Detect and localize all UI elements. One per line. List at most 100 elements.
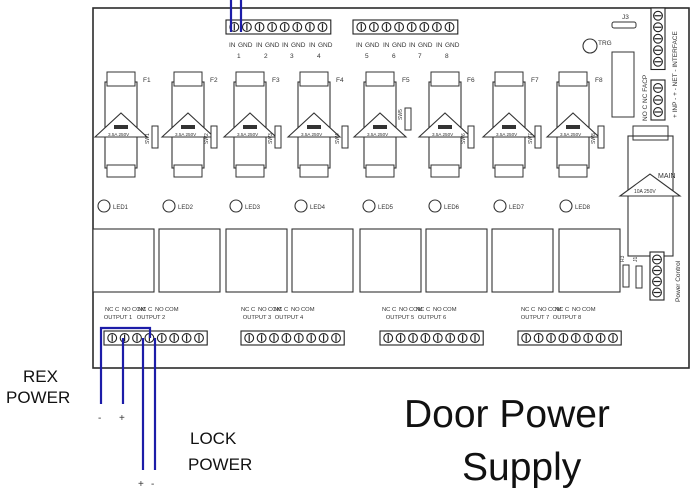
rex-label-line2: POWER (6, 388, 71, 407)
net-interface-label: + INP - + - NET - INTERFACE (672, 31, 679, 118)
lock-label-line1: LOCK (190, 429, 237, 448)
relay-8 (558, 228, 621, 293)
relay-3 (225, 228, 288, 293)
terminal-screw (318, 333, 329, 343)
r3-j1-components: R3 J1 (620, 255, 643, 289)
output-terminal-label: COM (409, 307, 423, 313)
input-label: IN (256, 42, 263, 49)
terminal-screw (652, 254, 662, 265)
input-terminal-block-left (225, 19, 332, 35)
output-terminal-label: NO (122, 307, 131, 313)
terminal-screw (267, 22, 278, 32)
input-label: IN (383, 42, 390, 49)
switch-2: SW2 (204, 125, 218, 149)
facp-terminal (650, 79, 666, 121)
switch-1: SW1 (145, 125, 159, 149)
fuse-label: F7 (531, 77, 539, 84)
terminal-screw (470, 333, 480, 343)
terminal-screw (368, 22, 379, 32)
fuse-3: 3.5A 250V F3 (222, 71, 280, 178)
fuse-label: F8 (595, 77, 603, 84)
fuse-rating: 3.5A 250V (237, 132, 259, 137)
net-interface-terminal (650, 7, 666, 71)
rex-label-line1: REX (23, 367, 58, 386)
output-label: OUTPUT 2 (137, 315, 166, 321)
fuse-rating: 3.5A 250V (108, 132, 130, 137)
terminal-screw (653, 45, 663, 56)
led-label: LED7 (509, 205, 525, 211)
terminal-screw (521, 333, 532, 343)
terminal-screw (281, 333, 292, 343)
output-label: OUTPUT 4 (275, 315, 304, 321)
terminal-screw (194, 333, 204, 343)
main-fuse-label: MAIN (658, 173, 676, 180)
terminal-screw (383, 333, 394, 343)
relay-5 (359, 228, 422, 293)
switch-label: SW2 (204, 133, 210, 144)
terminal-screw (653, 107, 663, 117)
input-label: GND (318, 42, 333, 49)
input-number: 6 (392, 53, 396, 60)
output-terminal-label: COM (132, 307, 146, 313)
terminal-screw (156, 333, 167, 343)
output-terminal-label: C (565, 307, 569, 313)
terminal-screw (653, 95, 663, 105)
terminal-screw (254, 22, 265, 32)
svg-text:J3: J3 (622, 14, 629, 21)
fuse-rating: 3.5A 250V (367, 132, 389, 137)
input-label: GND (392, 42, 407, 49)
terminal-screw (457, 333, 468, 343)
input-wire (229, 0, 243, 32)
output-terminal-block-3 (379, 330, 484, 346)
rex-negative-wire (99, 326, 152, 404)
terminal-screw (304, 22, 315, 32)
relay-7 (491, 228, 554, 293)
rex-positive-mark: + (119, 413, 125, 424)
input-number: 8 (445, 53, 449, 60)
relay-2 (158, 228, 221, 293)
terminal-screw (293, 333, 304, 343)
input-label: GND (291, 42, 306, 49)
input-label: GND (265, 42, 280, 49)
input-label: IN (282, 42, 289, 49)
facp-label: NO C NC FACP (642, 75, 649, 121)
terminal-screw (408, 333, 418, 343)
input-number: 4 (317, 53, 321, 60)
led-3: LED3 (229, 199, 261, 213)
output-terminal-label: COM (582, 307, 596, 313)
title-line2: Supply (462, 446, 582, 489)
terminal-screw (445, 333, 456, 343)
svg-text:J1: J1 (633, 257, 639, 263)
output-terminal-label: C (148, 307, 152, 313)
terminal-screw (546, 333, 556, 343)
main-fuse-rating: 10A 250V (634, 189, 656, 195)
led-label: LED6 (444, 205, 460, 211)
lock-negative-mark: - (151, 479, 154, 490)
switch-label: SW1 (145, 133, 151, 144)
led-7: LED7 (493, 199, 525, 213)
terminal-screw (652, 287, 662, 298)
input-label: IN (409, 42, 416, 49)
terminal-screw (583, 333, 594, 343)
output-terminal-block-2 (240, 330, 345, 346)
output-terminal-label: NC (555, 307, 563, 313)
terminal-screw (244, 333, 255, 343)
fuse-label: F3 (272, 77, 280, 84)
led-label: LED1 (113, 205, 129, 211)
circuit-board (92, 7, 690, 369)
led-label: LED2 (178, 205, 194, 211)
led-6: LED6 (428, 199, 460, 213)
led-label: LED3 (245, 205, 261, 211)
terminal-screw (653, 22, 663, 33)
output-terminal-label: NO (538, 307, 547, 313)
output-terminal-label: NC (274, 307, 282, 313)
terminal-screw (406, 22, 417, 32)
terminal-screw (269, 333, 279, 343)
terminal-screw (169, 333, 180, 343)
output-terminal-label: COM (268, 307, 282, 313)
